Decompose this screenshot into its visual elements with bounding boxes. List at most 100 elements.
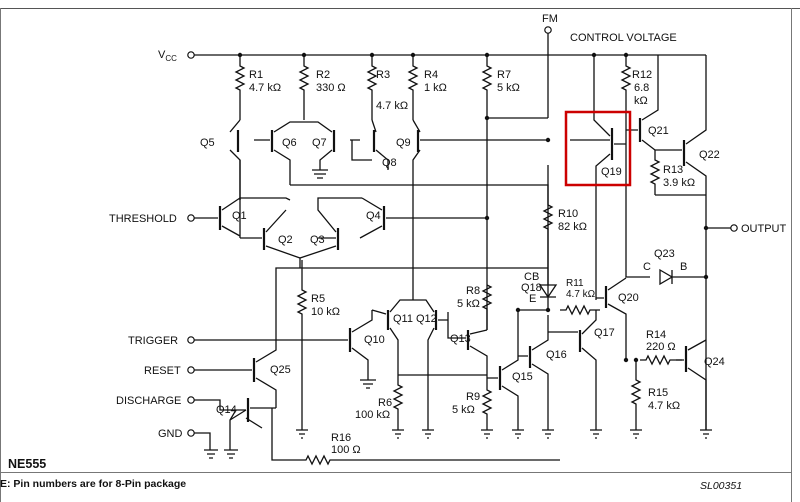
vcc-rail	[187, 51, 706, 59]
fm-terminal[interactable]	[544, 26, 552, 34]
resistor-r14	[640, 354, 682, 366]
vcc-terminal[interactable]	[187, 51, 195, 59]
threshold-comparator	[187, 197, 548, 330]
resistor-r7	[481, 55, 493, 330]
r5-label: R5	[311, 293, 325, 305]
r15-label: R15	[648, 387, 668, 399]
r13-value: 3.9 kΩ	[663, 177, 695, 189]
resistor-r2	[298, 55, 310, 120]
vcc-label: VCC	[158, 49, 177, 63]
q16-label: Q16	[546, 349, 567, 361]
frame-caption-divider	[0, 472, 792, 473]
fm-label: FM	[542, 13, 558, 25]
resistor-r6	[392, 375, 404, 430]
figure-code: SL00351	[700, 480, 743, 492]
resistor-r5	[296, 260, 308, 430]
r8-label: R8	[466, 285, 480, 297]
frame-left-border	[0, 8, 1, 502]
resistor-r15	[630, 360, 642, 430]
q5-label: Q5	[200, 137, 215, 149]
q11-label: Q11	[393, 313, 413, 325]
r1-value: 4.7 kΩ	[249, 82, 281, 94]
output-label: OUTPUT	[741, 223, 787, 235]
q13-label: Q13	[450, 333, 471, 345]
q23-b-label: B	[680, 261, 687, 273]
q10-label: Q10	[364, 334, 385, 346]
r8-value: 5 kΩ	[457, 298, 480, 310]
resistor-r8	[481, 284, 493, 330]
ground-symbols	[296, 429, 712, 439]
q18-e-label: E	[529, 293, 536, 305]
r10-label: R10	[558, 208, 578, 220]
transistor-labels: Q5 Q6 Q7 Q8 Q9 Q1 Q2 Q3 Q4 Q10 Q11 Q12 Q…	[200, 125, 725, 416]
r6-value: 100 kΩ	[355, 409, 390, 421]
output-terminal[interactable]	[730, 224, 738, 232]
q12-label: Q12	[416, 313, 437, 325]
r11-label: R11	[566, 278, 584, 289]
q6-label: Q6	[282, 137, 297, 149]
r14-label: R14	[646, 329, 666, 341]
q23-label: Q23	[654, 248, 675, 260]
fm-pin	[484, 26, 552, 121]
q18-label: Q18	[521, 282, 542, 294]
q18-diode	[538, 270, 558, 299]
q7-label: Q7	[312, 137, 327, 149]
threshold-label: THRESHOLD	[109, 213, 177, 225]
r12-value-1: 6.8	[634, 82, 649, 94]
resistor-r9	[481, 380, 493, 430]
resistor-r12	[620, 55, 632, 130]
r12-label: R12	[632, 69, 652, 81]
q4-label: Q4	[366, 210, 381, 222]
trigger-label: TRIGGER	[128, 335, 178, 347]
q25-label: Q25	[270, 364, 291, 376]
gnd-terminal[interactable]	[187, 429, 195, 437]
frame-right-border	[791, 8, 792, 502]
r13-label: R13	[663, 164, 683, 176]
r3-label: R3	[376, 69, 390, 81]
reset-terminal[interactable]	[187, 366, 195, 374]
discharge-terminal[interactable]	[187, 396, 195, 404]
q14-label: Q14	[216, 404, 237, 416]
resistor-r4	[407, 55, 419, 120]
r16-label: R16	[331, 432, 351, 444]
current-mirror-top	[229, 119, 549, 310]
q18-cb-label: CB	[524, 271, 539, 283]
resistors	[234, 55, 682, 466]
r7-label: R7	[497, 69, 511, 81]
trigger-terminal[interactable]	[187, 336, 195, 344]
q20-label: Q20	[618, 292, 639, 304]
r3-value: 4.7 kΩ	[376, 100, 408, 112]
q3-label: Q3	[310, 234, 325, 246]
q2-label: Q2	[278, 234, 293, 246]
r6-label: R6	[378, 397, 392, 409]
resistor-r13	[649, 150, 661, 195]
q19-highlight-box	[564, 110, 632, 187]
r14-value: 220 Ω	[646, 341, 676, 353]
r9-value: 5 kΩ	[452, 404, 475, 416]
q15-label: Q15	[512, 371, 533, 383]
r12-value-2: kΩ	[634, 95, 648, 107]
gnd-label: GND	[158, 428, 183, 440]
r9-label: R9	[466, 391, 480, 403]
q24-label: Q24	[704, 356, 725, 368]
q1-label: Q1	[232, 210, 247, 222]
q9-label: Q9	[396, 137, 411, 149]
control-voltage-label: CONTROL VOLTAGE	[570, 32, 677, 44]
figure-title: NE555	[8, 457, 47, 471]
threshold-terminal[interactable]	[187, 214, 195, 222]
r2-label: R2	[316, 69, 330, 81]
r16-value: 100 Ω	[331, 444, 361, 456]
r11-value: 4.7 kΩ	[566, 289, 596, 300]
q8-label: Q8	[382, 157, 397, 169]
resistor-r16	[280, 454, 560, 466]
q22-label: Q22	[699, 149, 720, 161]
trigger-comparator	[187, 299, 488, 430]
output-stage	[545, 55, 738, 430]
r15-value: 4.7 kΩ	[648, 400, 680, 412]
flip-flop	[487, 307, 597, 430]
resistor-r1	[234, 55, 246, 120]
r5-value: 10 kΩ	[311, 306, 340, 318]
r7-value: 5 kΩ	[497, 82, 520, 94]
r10-value: 82 kΩ	[558, 221, 587, 233]
resistor-r11	[560, 304, 600, 316]
